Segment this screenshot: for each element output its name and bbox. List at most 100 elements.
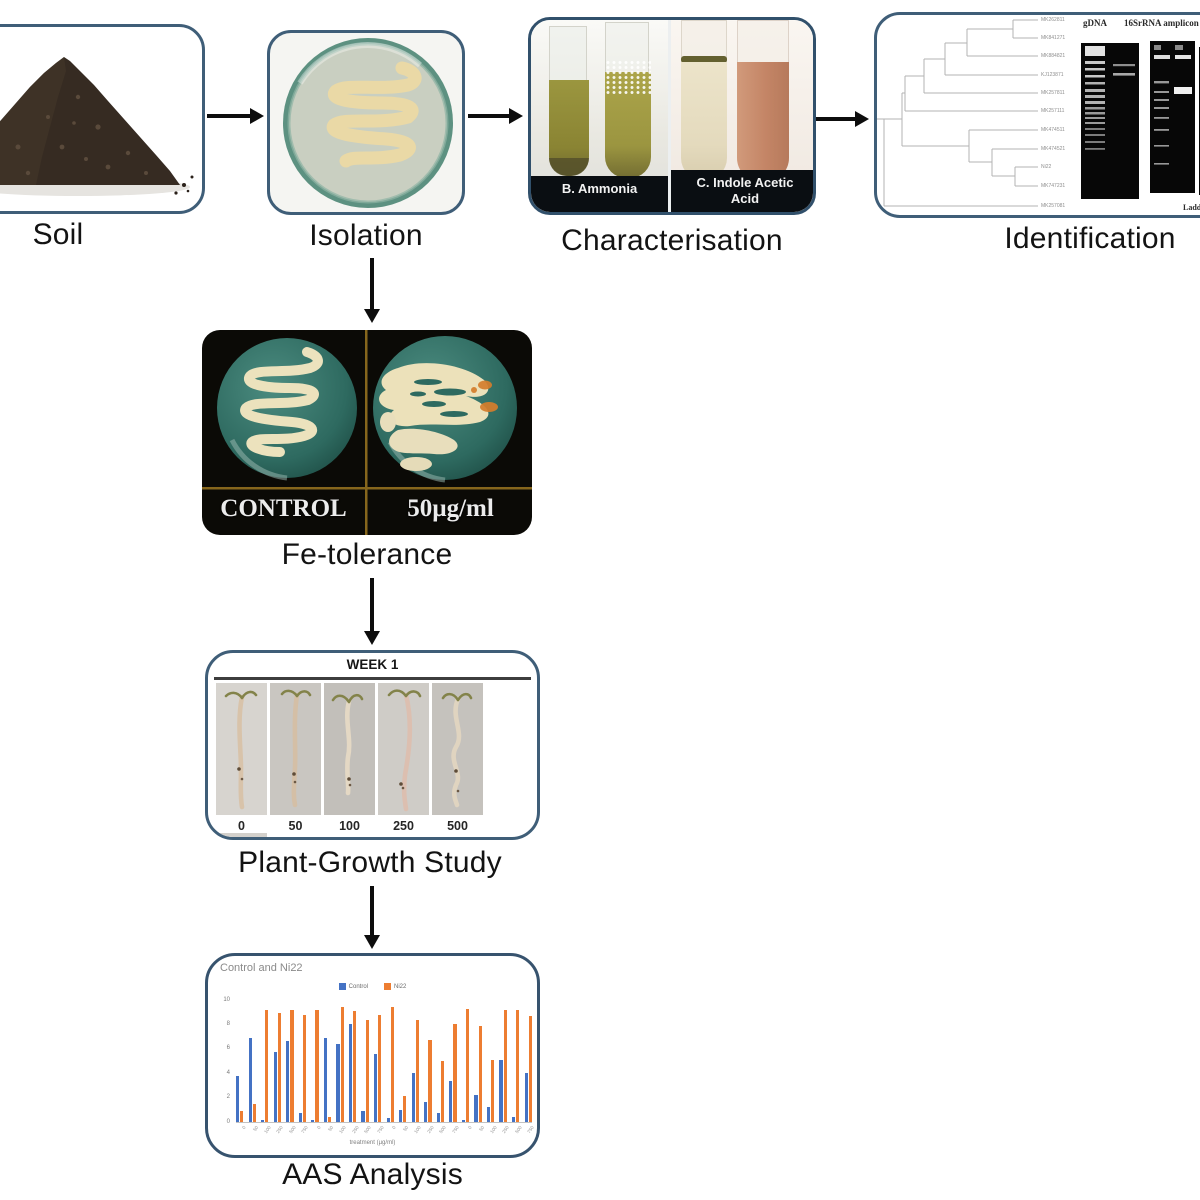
x-tick-label: 100 — [338, 1125, 347, 1135]
y-tick-label: 10 — [223, 996, 230, 1003]
legend-label: Ni22 — [394, 983, 407, 990]
test-tube — [737, 62, 789, 182]
y-tick-label: 8 — [226, 1020, 230, 1027]
bar-control — [374, 1053, 378, 1122]
identification-panel: gDNA 16SrRNA amplicon Ladder MK262811MK8… — [874, 12, 1200, 218]
legend-item: Control — [338, 983, 368, 990]
x-axis-label: treatment (µg/ml) — [349, 1140, 396, 1146]
seedling-column: 100 — [324, 683, 375, 833]
bar-control — [311, 1119, 315, 1122]
dose-label: 100 — [339, 819, 360, 833]
x-tick-label: 750 — [375, 1125, 385, 1135]
tree-leaf-label: MK841271 — [1041, 35, 1066, 41]
bar-ni22 — [478, 1025, 482, 1122]
seedling-photo — [324, 683, 375, 815]
bar-ni22 — [277, 1013, 282, 1122]
bar-control — [499, 1059, 503, 1122]
x-tick-label: 250 — [275, 1125, 285, 1135]
bar-ni22 — [252, 1103, 256, 1122]
seedling-photo — [270, 683, 321, 815]
ammonia-label: B. Ammonia — [561, 181, 638, 196]
legend-swatch — [338, 983, 346, 990]
bar-control — [361, 1111, 365, 1122]
bar-ni22 — [365, 1019, 369, 1122]
y-tick-label: 2 — [226, 1094, 230, 1101]
arrow-plant-growth-to-aas — [364, 886, 380, 949]
iaa-photo: C. Indole Acetic Acid — [671, 20, 813, 212]
soil-photo — [0, 57, 194, 196]
seedling-column: 250 — [378, 683, 429, 833]
dose-label: 250 — [393, 819, 414, 833]
bar-ni22 — [315, 1009, 319, 1122]
x-tick-label: 100 — [488, 1125, 498, 1135]
bar-ni22 — [491, 1059, 495, 1122]
bar-ni22 — [440, 1061, 445, 1122]
x-tick-label: 250 — [501, 1125, 510, 1135]
characterisation-panel: B. Ammonia C. Indole Acetic Acid — [528, 17, 816, 215]
seedling-photo — [216, 833, 267, 837]
bar-ni22 — [415, 1019, 420, 1122]
gel-gdna — [1081, 43, 1139, 199]
bar-group: 250 — [499, 1000, 510, 1134]
bar-control — [449, 1080, 453, 1122]
ammonia-label-band: B. Ammonia — [531, 176, 668, 212]
arrow-soil-to-isolation — [207, 108, 264, 124]
bar-ni22 — [353, 1010, 357, 1122]
bar-control — [424, 1102, 428, 1122]
x-tick-label: 250 — [426, 1125, 435, 1135]
x-tick-label: 0 — [316, 1125, 322, 1130]
x-tick-label: 50 — [402, 1125, 410, 1133]
seedling-column: 50 — [270, 683, 321, 833]
bar-group: 50 — [323, 1000, 334, 1132]
bar-control — [348, 1024, 353, 1122]
bar-group: 100 — [411, 1000, 422, 1134]
tree-leaf-label: MK474521 — [1041, 146, 1066, 152]
isolation-caption: Isolation — [309, 219, 423, 252]
x-tick-label: 50 — [327, 1125, 335, 1133]
arrow-isolation-to-characterisation — [468, 108, 523, 124]
bar-ni22 — [503, 1009, 507, 1122]
bar-control — [436, 1113, 440, 1122]
x-tick-label: 0 — [466, 1125, 473, 1130]
test-tube — [549, 26, 587, 84]
bar-ni22 — [528, 1015, 532, 1122]
seedling-column: 750µg/ml — [216, 833, 267, 837]
characterisation-caption: Characterisation — [561, 224, 783, 257]
bar-group: 750 — [449, 1000, 460, 1134]
bar-ni22 — [290, 1009, 294, 1122]
iaa-label-band: C. Indole Acetic Acid — [671, 170, 813, 212]
tube-foam — [605, 60, 651, 94]
x-tick-label: 0 — [240, 1125, 247, 1130]
bar-ni22 — [466, 1008, 470, 1122]
gel-16s-amplicon — [1150, 41, 1195, 193]
soil-panel — [0, 24, 205, 214]
aas-caption: AAS Analysis — [282, 1158, 463, 1191]
photo-divider — [668, 20, 671, 212]
chart-title: Control and Ni22 — [220, 962, 303, 974]
seedling-column: 0 — [216, 683, 267, 833]
fe-tolerance-photo — [202, 330, 532, 535]
bar-control — [336, 1043, 340, 1122]
identification-caption: Identification — [1004, 222, 1176, 255]
bar-group: 50 — [474, 1000, 485, 1132]
bar-ni22 — [378, 1014, 382, 1122]
ladder-label: Ladder — [1183, 203, 1200, 212]
x-tick-label: 750 — [526, 1125, 536, 1135]
amplicon-label: 16SrRNA amplicon — [1124, 18, 1199, 28]
bar-ni22 — [340, 1007, 344, 1122]
bar-ni22 — [453, 1024, 457, 1122]
chart-legend: Control Ni22 — [208, 983, 537, 990]
bar-group: 100 — [486, 1000, 497, 1134]
bar-group: 0 — [386, 1000, 397, 1130]
bar-group: 0 — [236, 1000, 246, 1130]
legend-swatch — [384, 983, 391, 990]
x-tick-label: 750 — [451, 1125, 460, 1135]
bar-control — [512, 1117, 516, 1122]
bar-control — [323, 1037, 328, 1122]
dose-label: 500 — [447, 819, 468, 833]
bar-ni22 — [516, 1009, 520, 1122]
bar-control — [298, 1113, 302, 1122]
arrow-isolation-to-fe-tolerance — [364, 258, 380, 323]
tree-leaf-label: MK262811 — [1041, 17, 1065, 23]
